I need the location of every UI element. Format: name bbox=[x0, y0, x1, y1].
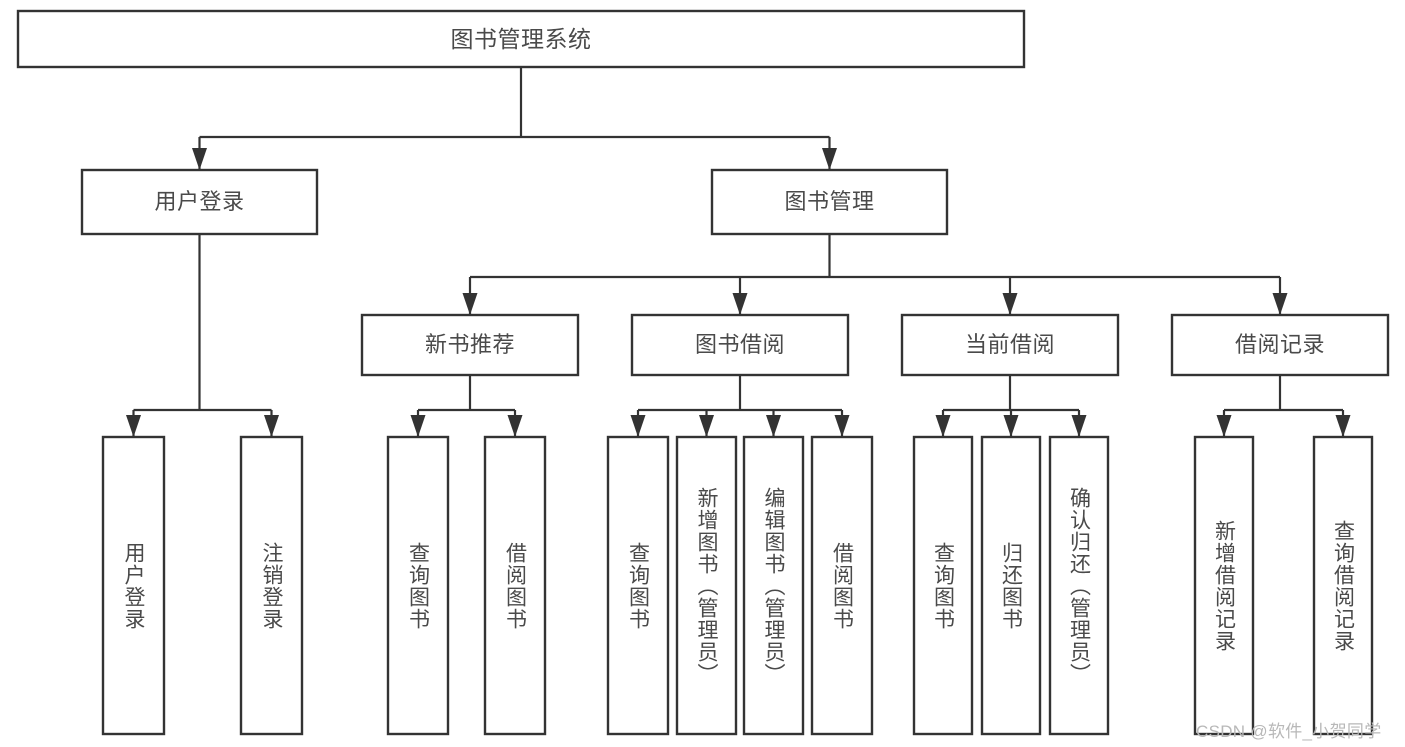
arrow-head-icon bbox=[1002, 293, 1018, 315]
arrow-head-icon bbox=[732, 293, 748, 315]
node-box-leaf1[interactable] bbox=[101, 435, 166, 736]
arrow-head-icon bbox=[410, 415, 426, 437]
node-box-leaf10[interactable] bbox=[980, 435, 1042, 736]
node-box-leaf3[interactable] bbox=[386, 435, 450, 736]
arrow-head-icon bbox=[630, 415, 646, 437]
arrow-head-icon bbox=[935, 415, 951, 437]
arrow-head-icon bbox=[834, 415, 850, 437]
node-box-leaf11[interactable] bbox=[1048, 435, 1110, 736]
arrow-head-icon bbox=[822, 148, 837, 170]
arrow-head-icon bbox=[192, 148, 207, 170]
node-box-l1b[interactable] bbox=[710, 168, 949, 236]
node-box-l2a[interactable] bbox=[360, 313, 580, 377]
arrow-head-icon bbox=[1216, 415, 1232, 437]
node-box-l1a[interactable] bbox=[80, 168, 319, 236]
node-box-l2b[interactable] bbox=[630, 313, 850, 377]
node-box-root[interactable] bbox=[16, 9, 1026, 69]
arrow-head-icon bbox=[1272, 293, 1288, 315]
node-box-leaf12[interactable] bbox=[1193, 435, 1255, 736]
arrow-head-icon bbox=[699, 415, 714, 437]
node-box-l2c[interactable] bbox=[900, 313, 1120, 377]
arrow-head-icon bbox=[1003, 415, 1019, 437]
node-box-leaf6[interactable] bbox=[675, 435, 738, 736]
node-box-leaf9[interactable] bbox=[912, 435, 974, 736]
node-box-leaf2[interactable] bbox=[239, 435, 304, 736]
node-box-leaf8[interactable] bbox=[810, 435, 874, 736]
arrow-head-icon bbox=[766, 415, 781, 437]
arrow-head-icon bbox=[264, 415, 279, 437]
node-box-leaf5[interactable] bbox=[606, 435, 670, 736]
arrow-head-icon bbox=[462, 293, 478, 315]
node-box-l2d[interactable] bbox=[1170, 313, 1390, 377]
csdn-watermark: CSDN @软件_小贺同学 bbox=[1196, 722, 1382, 741]
arrow-head-icon bbox=[507, 415, 523, 437]
arrow-head-icon bbox=[126, 415, 141, 437]
node-box-leaf4[interactable] bbox=[483, 435, 547, 736]
arrow-head-icon bbox=[1071, 415, 1087, 437]
node-box-leaf13[interactable] bbox=[1312, 435, 1374, 736]
arrow-head-icon bbox=[1335, 415, 1351, 437]
node-box-leaf7[interactable] bbox=[742, 435, 805, 736]
